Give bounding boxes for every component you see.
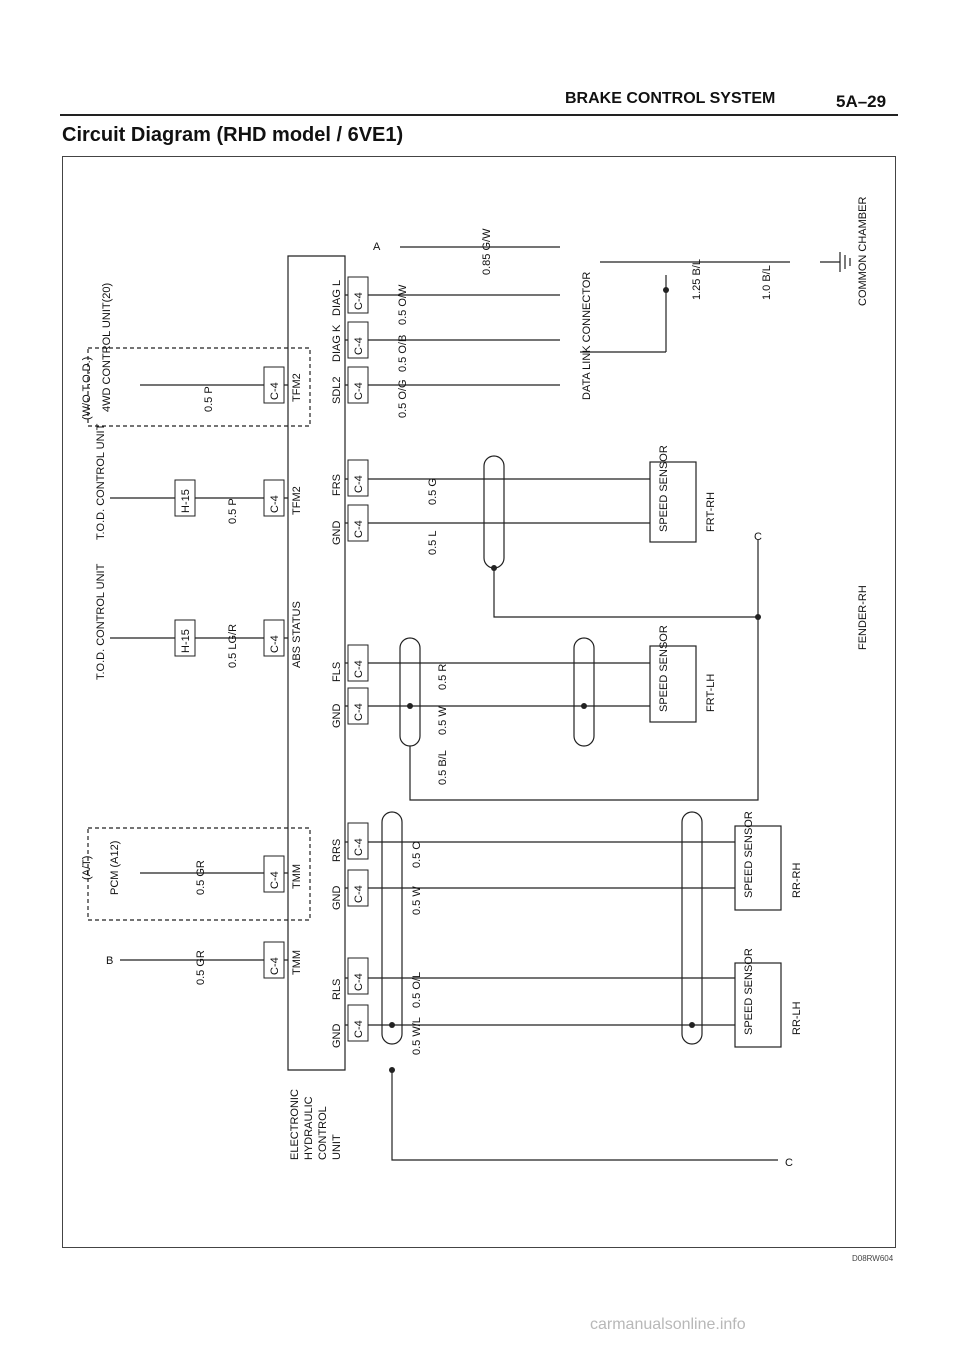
wire-label: 0.5 R: [437, 664, 449, 690]
svg-text:ELECTRONIC: ELECTRONIC: [289, 1089, 301, 1160]
tod-label: T.O.D. CONTROL UNIT: [95, 423, 107, 540]
marker-a: A: [373, 241, 381, 253]
terminal-diag-l: DIAG L: [331, 280, 343, 316]
terminal-frs: FRS: [331, 474, 343, 496]
wire-gr: 0.5 GR: [195, 950, 207, 985]
connector-label: C-4: [269, 957, 281, 975]
rr-lh-label: RR-LH: [791, 1001, 803, 1035]
connector-label: C-4: [353, 382, 365, 400]
connector-label: C-4: [269, 495, 281, 513]
connector-label: C-4: [353, 973, 365, 991]
connector-label: C-4: [353, 475, 365, 493]
pcm-label: PCM (A12): [109, 841, 121, 895]
connector-label: C-4: [269, 635, 281, 653]
fourwd-label: 4WD CONTROL UNIT(20): [101, 283, 113, 412]
frt-lh-label: FRT-LH: [705, 674, 717, 712]
rr-rh-label: RR-RH: [791, 863, 803, 898]
tfm2-label: TFM2: [291, 373, 303, 402]
tfm2-label: TFM2: [291, 486, 303, 515]
wire-label: 0.5 O/L: [411, 972, 423, 1008]
terminal-diag-k: DIAG K: [331, 324, 343, 362]
connector-label: C-4: [269, 382, 281, 400]
watermark: carmanualsonline.info: [590, 1316, 746, 1333]
marker-c: C: [754, 531, 762, 543]
terminal-gnd: GND: [331, 886, 343, 911]
header-rule: [60, 114, 898, 116]
wire-gr: 0.5 GR: [195, 860, 207, 895]
terminal-gnd: GND: [331, 521, 343, 546]
connector-label: C-4: [353, 885, 365, 903]
terminal-fls: FLS: [331, 662, 343, 682]
wire-lgr: 0.5 LG/R: [227, 624, 239, 668]
wire-label: 0.5 W/L: [411, 1017, 423, 1055]
marker-c: C: [785, 1157, 793, 1169]
connector-label: C-4: [353, 337, 365, 355]
tod-label: T.O.D. CONTROL UNIT: [95, 563, 107, 680]
wire-label: 0.5 W: [437, 706, 449, 735]
wire-label: 0.85 G/W: [481, 228, 493, 275]
wire-label: 0.5 L: [427, 531, 439, 555]
terminal-gnd: GND: [331, 704, 343, 729]
wire-label: 0.5 G: [427, 478, 439, 505]
connector-label: C-4: [269, 871, 281, 889]
fender-label: FENDER-RH: [857, 585, 869, 650]
frt-rh-label: FRT-RH: [705, 492, 717, 532]
chamber-label: COMMON CHAMBER: [857, 197, 869, 306]
wire-label: 0.5 O/G: [397, 379, 409, 418]
tmm-label: TMM: [291, 864, 303, 889]
wire-p: 0.5 P: [227, 498, 239, 524]
sensor-rr-lh-box: [734, 962, 782, 1048]
terminal-sdl2: SDL2: [331, 376, 343, 404]
at-label: (A/T): [81, 856, 93, 880]
wire-p: 0.5 P: [203, 386, 215, 412]
marker-b: B: [106, 955, 113, 967]
connector-label: C-4: [353, 520, 365, 538]
wire-label: 0.5 B/L: [437, 750, 449, 785]
sensor-label: SPEED SENSOR: [658, 625, 670, 712]
sensor-label: SPEED SENSOR: [658, 445, 670, 532]
svg-text:HYDRAULIC: HYDRAULIC: [303, 1096, 315, 1160]
wire-label: 1.25 B/L: [691, 259, 703, 300]
tmm-label: TMM: [291, 950, 303, 975]
connector-label: C-4: [353, 1020, 365, 1038]
sensor-label: SPEED SENSOR: [743, 948, 755, 1035]
sensor-frt-rh-box: [649, 461, 697, 543]
svg-text:CONTROL: CONTROL: [317, 1106, 329, 1160]
section-title: BRAKE CONTROL SYSTEM: [565, 90, 776, 107]
wire-label: 0.5 O/B: [397, 335, 409, 372]
wo-tod-label: (W/O T.O.D.): [81, 357, 93, 420]
connector-label: C-4: [353, 660, 365, 678]
pcm-dashed-box: [87, 827, 311, 921]
terminal-rls: RLS: [331, 979, 343, 1000]
ehcu-label: ELECTRONIC HYDRAULIC CONTROL UNIT: [289, 1089, 343, 1160]
svg-text:UNIT: UNIT: [331, 1134, 343, 1160]
sensor-frt-lh-box: [649, 645, 697, 723]
figure-code: D08RW604: [852, 1254, 894, 1263]
terminal-gnd: GND: [331, 1024, 343, 1049]
wire-label: 0.5 W: [411, 886, 423, 915]
sensor-rr-rh-box: [734, 825, 782, 911]
page-number: 5A–29: [836, 92, 887, 111]
connector-label: C-4: [353, 838, 365, 856]
wire-label: 1.0 B/L: [761, 265, 773, 300]
abs-status-label: ABS STATUS: [291, 601, 303, 668]
terminal-rrs: RRS: [331, 839, 343, 862]
wire-label: 0.5 O: [411, 841, 423, 868]
ground-symbol: [820, 252, 851, 272]
dlc-label: DATA LINK CONNECTOR: [581, 272, 593, 400]
connector-label: C-4: [353, 703, 365, 721]
fourwd-dashed-box: [87, 347, 311, 427]
ehcu-box: [287, 255, 346, 1071]
diagram-frame: [62, 156, 896, 1248]
connector-label: H-15: [180, 629, 192, 653]
connector-label: C-4: [353, 292, 365, 310]
page-title: Circuit Diagram (RHD model / 6VE1): [62, 124, 404, 146]
connector-label: H-15: [180, 489, 192, 513]
wire-label: 0.5 O/W: [397, 284, 409, 325]
sensor-label: SPEED SENSOR: [743, 811, 755, 898]
